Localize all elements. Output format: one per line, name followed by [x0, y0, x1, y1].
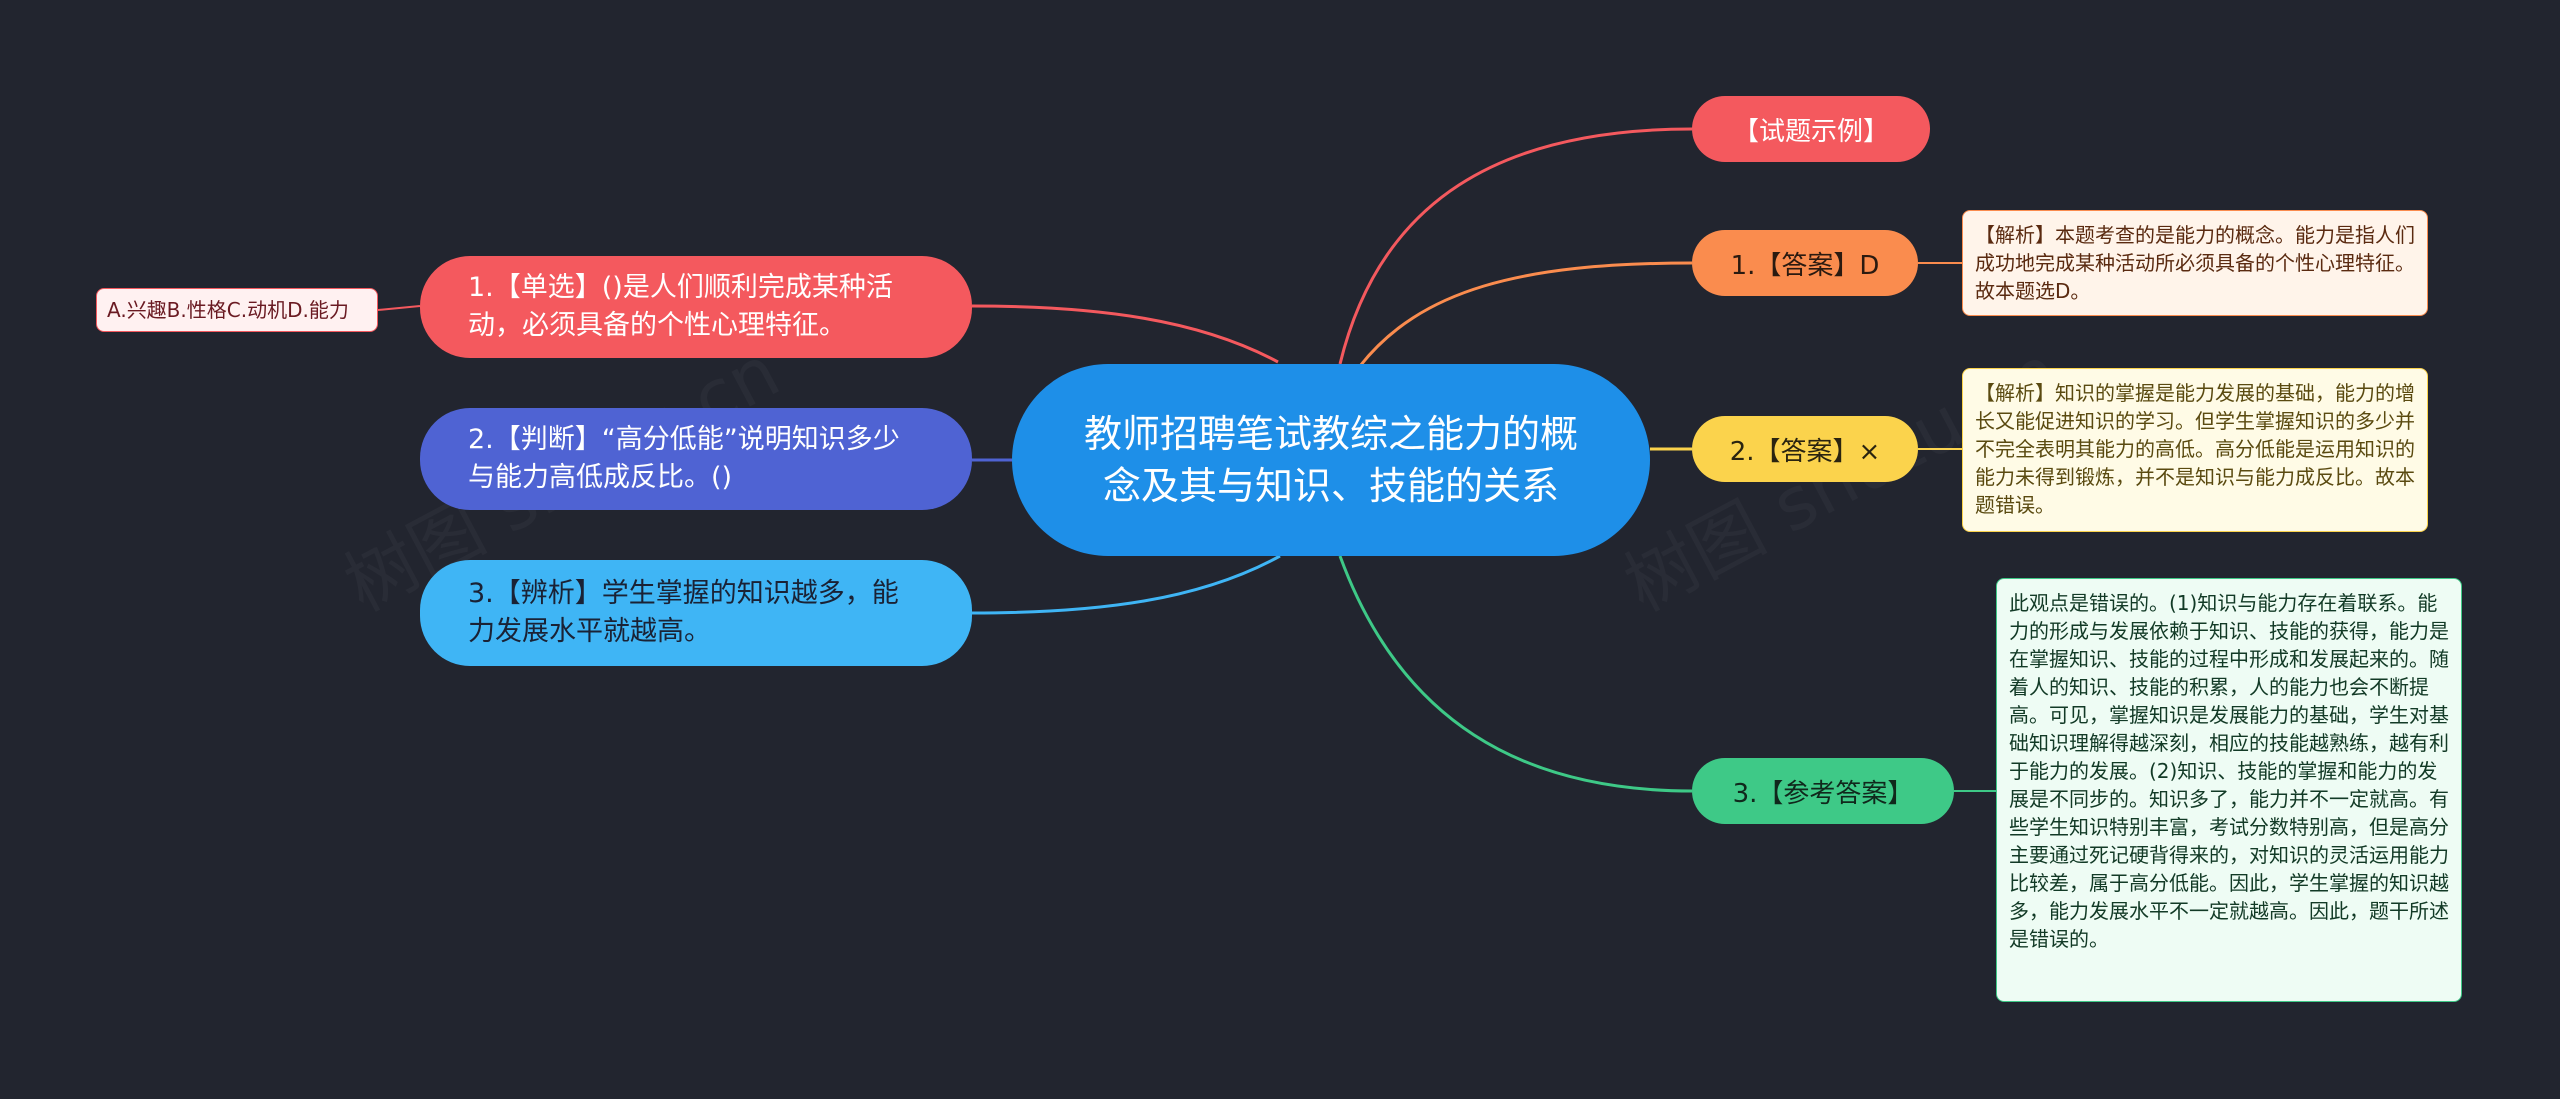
example-header-node[interactable]: 【试题示例】	[1692, 96, 1930, 162]
options-note-text: A.兴趣B.性格C.动机D.能力	[107, 298, 349, 322]
link-center-r3	[1338, 555, 1693, 793]
analysis-1-note[interactable]: 【解析】本题考查的是能力的概念。能力是指人们成功地完成某种活动所必须具备的个性心…	[1962, 210, 2428, 316]
answer-2-label: 2.【答案】×	[1729, 436, 1881, 467]
link-center-q1	[971, 304, 1279, 364]
answer-1-node[interactable]: 1.【答案】D	[1692, 230, 1918, 296]
link-center-q3	[971, 554, 1281, 615]
analysis-3-text: 此观点是错误的。(1)知识与能力存在着联系。能力的形成与发展依赖于知识、技能的获…	[2009, 591, 2449, 951]
answer-2-node[interactable]: 2.【答案】×	[1692, 416, 1918, 482]
analysis-2-text: 【解析】知识的掌握是能力发展的基础，能力的增长又能促进知识的学习。但学生掌握知识…	[1975, 381, 2415, 517]
question-2-node[interactable]: 2.【判断】“高分低能”说明知识多少与能力高低成反比。()	[420, 408, 972, 510]
central-topic-label: 教师招聘笔试教综之能力的概念及其与知识、技能的关系	[1083, 412, 1578, 508]
central-topic[interactable]: 教师招聘笔试教综之能力的概念及其与知识、技能的关系	[1012, 364, 1650, 556]
question-3-label: 3.【辨析】学生掌握的知识越多，能力发展水平就越高。	[468, 578, 899, 647]
answer-3-label: 3.【参考答案】	[1732, 778, 1914, 809]
link-q1-note	[377, 305, 421, 311]
answer-3-node[interactable]: 3.【参考答案】	[1692, 758, 1954, 824]
analysis-2-note[interactable]: 【解析】知识的掌握是能力发展的基础，能力的增长又能促进知识的学习。但学生掌握知识…	[1962, 368, 2428, 532]
answer-1-label: 1.【答案】D	[1730, 250, 1880, 281]
question-3-node[interactable]: 3.【辨析】学生掌握的知识越多，能力发展水平就越高。	[420, 560, 972, 666]
example-header-label: 【试题示例】	[1732, 116, 1889, 147]
question-1-node[interactable]: 1.【单选】()是人们顺利完成某种活动，必须具备的个性心理特征。	[420, 256, 972, 358]
question-2-label: 2.【判断】“高分低能”说明知识多少与能力高低成反比。()	[468, 424, 900, 493]
analysis-1-text: 【解析】本题考查的是能力的概念。能力是指人们成功地完成某种活动所必须具备的个性心…	[1975, 223, 2415, 303]
link-center-r0	[1338, 127, 1693, 365]
analysis-3-note[interactable]: 此观点是错误的。(1)知识与能力存在着联系。能力的形成与发展依赖于知识、技能的获…	[1996, 578, 2462, 1002]
link-center-r1	[1358, 261, 1693, 367]
question-1-label: 1.【单选】()是人们顺利完成某种活动，必须具备的个性心理特征。	[468, 272, 893, 341]
options-note[interactable]: A.兴趣B.性格C.动机D.能力	[96, 288, 378, 332]
